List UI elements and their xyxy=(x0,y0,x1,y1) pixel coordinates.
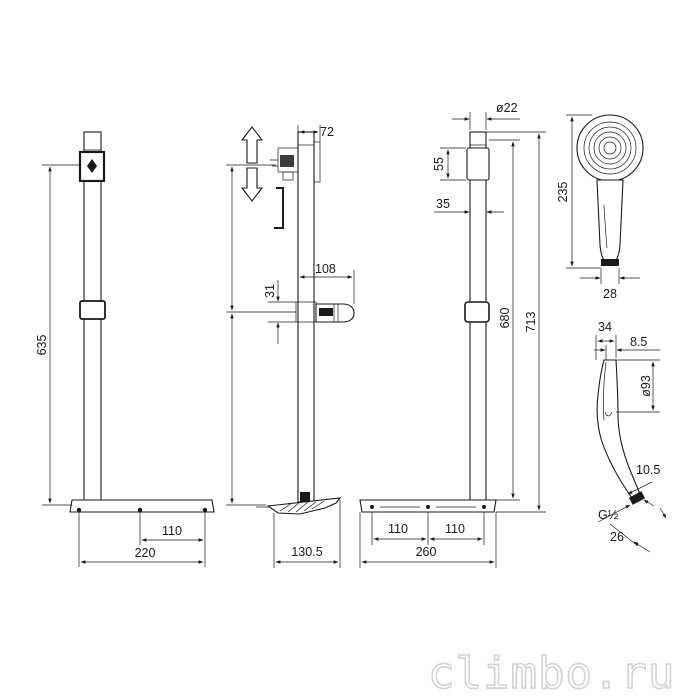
rear-top-bracket xyxy=(466,147,490,181)
front-shelf xyxy=(69,499,215,513)
up-arrow-icon xyxy=(240,126,264,164)
dim-head-nut: 26 xyxy=(610,530,624,544)
dim-front-width: 220 xyxy=(135,546,156,560)
dim-head-neck: 28 xyxy=(603,287,617,301)
dim-rear-110-left: 110 xyxy=(388,522,408,536)
rear-view: ø22 55 35 680 713 110 110 260 xyxy=(359,101,546,568)
dim-rear-680: 680 xyxy=(498,308,512,329)
dim-side-depth: 130.5 xyxy=(291,545,322,559)
shower-head-face xyxy=(576,114,644,182)
hand-shower-front: 235 28 xyxy=(556,114,644,301)
dim-head-thread: G½ xyxy=(598,508,619,522)
rear-slider xyxy=(464,301,490,323)
dim-head-length: 235 xyxy=(556,182,570,203)
side-rail xyxy=(297,131,315,503)
dim-rear-35: 35 xyxy=(436,197,450,211)
dim-side-top: 72 xyxy=(320,125,334,139)
hand-shower-side: 34 8.5 ø93 10.5 G½ 26 xyxy=(594,320,667,553)
front-view: 635 110 220 xyxy=(35,131,215,567)
dim-rear-713: 713 xyxy=(524,312,538,333)
dim-rear-tube-dia: ø22 xyxy=(496,101,518,115)
dim-head-tip: 10.5 xyxy=(636,463,660,477)
down-arrow-icon xyxy=(240,167,264,202)
dim-side-slider: 31 xyxy=(263,284,277,298)
dim-front-half-width: 110 xyxy=(162,524,182,538)
dim-rear-55: 55 xyxy=(432,157,446,171)
dim-side-bracket: 108 xyxy=(315,262,336,276)
shower-side-profile xyxy=(596,359,641,499)
dim-head-depth: 34 xyxy=(598,320,612,334)
side-view: 72 108 31 130.5 xyxy=(226,125,355,568)
watermark: climbo.ru xyxy=(428,648,675,699)
dim-rear-width: 260 xyxy=(416,545,437,559)
dim-head-face: 8.5 xyxy=(630,335,647,349)
dim-head-dia: ø93 xyxy=(639,375,653,397)
dim-rear-110-right: 110 xyxy=(445,522,465,536)
front-slider xyxy=(79,300,106,320)
dim-front-height: 635 xyxy=(35,335,49,356)
shower-handle xyxy=(596,179,624,261)
